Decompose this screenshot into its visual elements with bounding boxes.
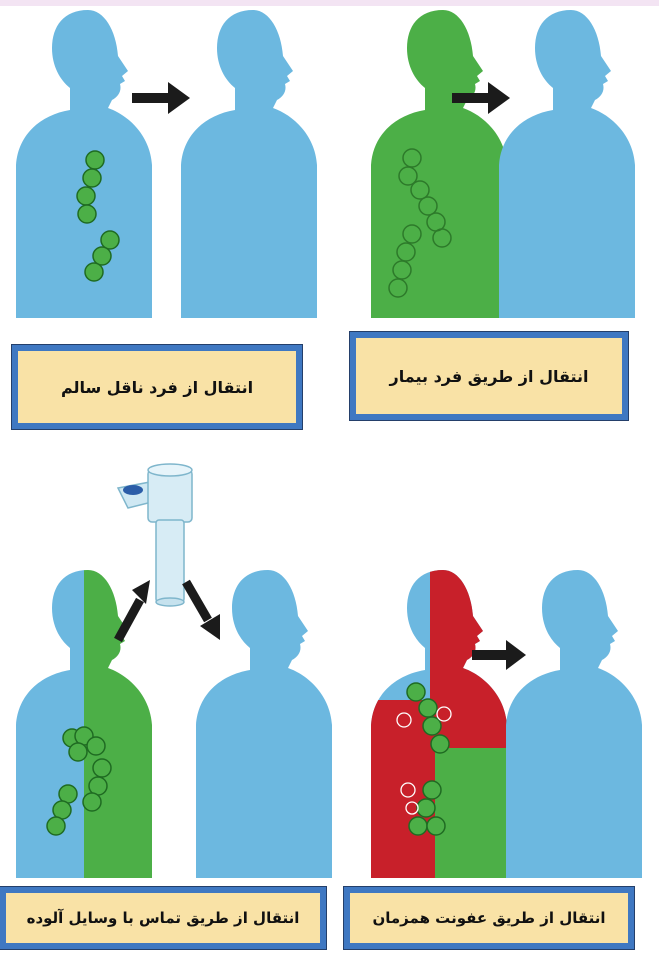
caption-co-infection: انتقال از طریق عفونت همزمان bbox=[344, 887, 634, 949]
transmission-arrow-down bbox=[186, 582, 220, 640]
caption-healthy-carrier: انتقال از فرد ناقل سالم bbox=[12, 345, 302, 429]
inhaler-icon bbox=[118, 464, 192, 606]
transmission-arrow bbox=[132, 82, 190, 114]
panel-sick-person bbox=[371, 10, 635, 318]
transmission-arrow-up bbox=[118, 580, 150, 640]
source-person-half-infected bbox=[0, 560, 174, 890]
source-person-infected bbox=[371, 10, 507, 318]
source-person bbox=[16, 10, 152, 318]
target-person bbox=[506, 570, 642, 878]
caption-sick-person: انتقال از طریق فرد بیمار bbox=[350, 332, 628, 420]
target-person bbox=[499, 10, 635, 318]
panel-healthy-carrier bbox=[16, 10, 317, 318]
transmission-arrow bbox=[472, 640, 526, 670]
panel-co-infection bbox=[355, 560, 642, 893]
caption-contaminated-objects: انتقال از طریق تماس با وسایل آلوده bbox=[0, 887, 326, 949]
target-person bbox=[181, 10, 317, 318]
panel-contaminated-objects bbox=[0, 464, 332, 890]
